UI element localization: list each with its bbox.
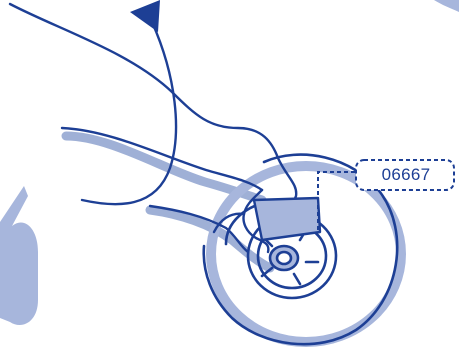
step-number-glyph [0, 186, 38, 325]
arrow-head-icon [130, 0, 160, 32]
rotation-arrow [82, 22, 176, 204]
part-number-label: 06667 [358, 164, 454, 186]
corner-shadow [434, 0, 459, 12]
